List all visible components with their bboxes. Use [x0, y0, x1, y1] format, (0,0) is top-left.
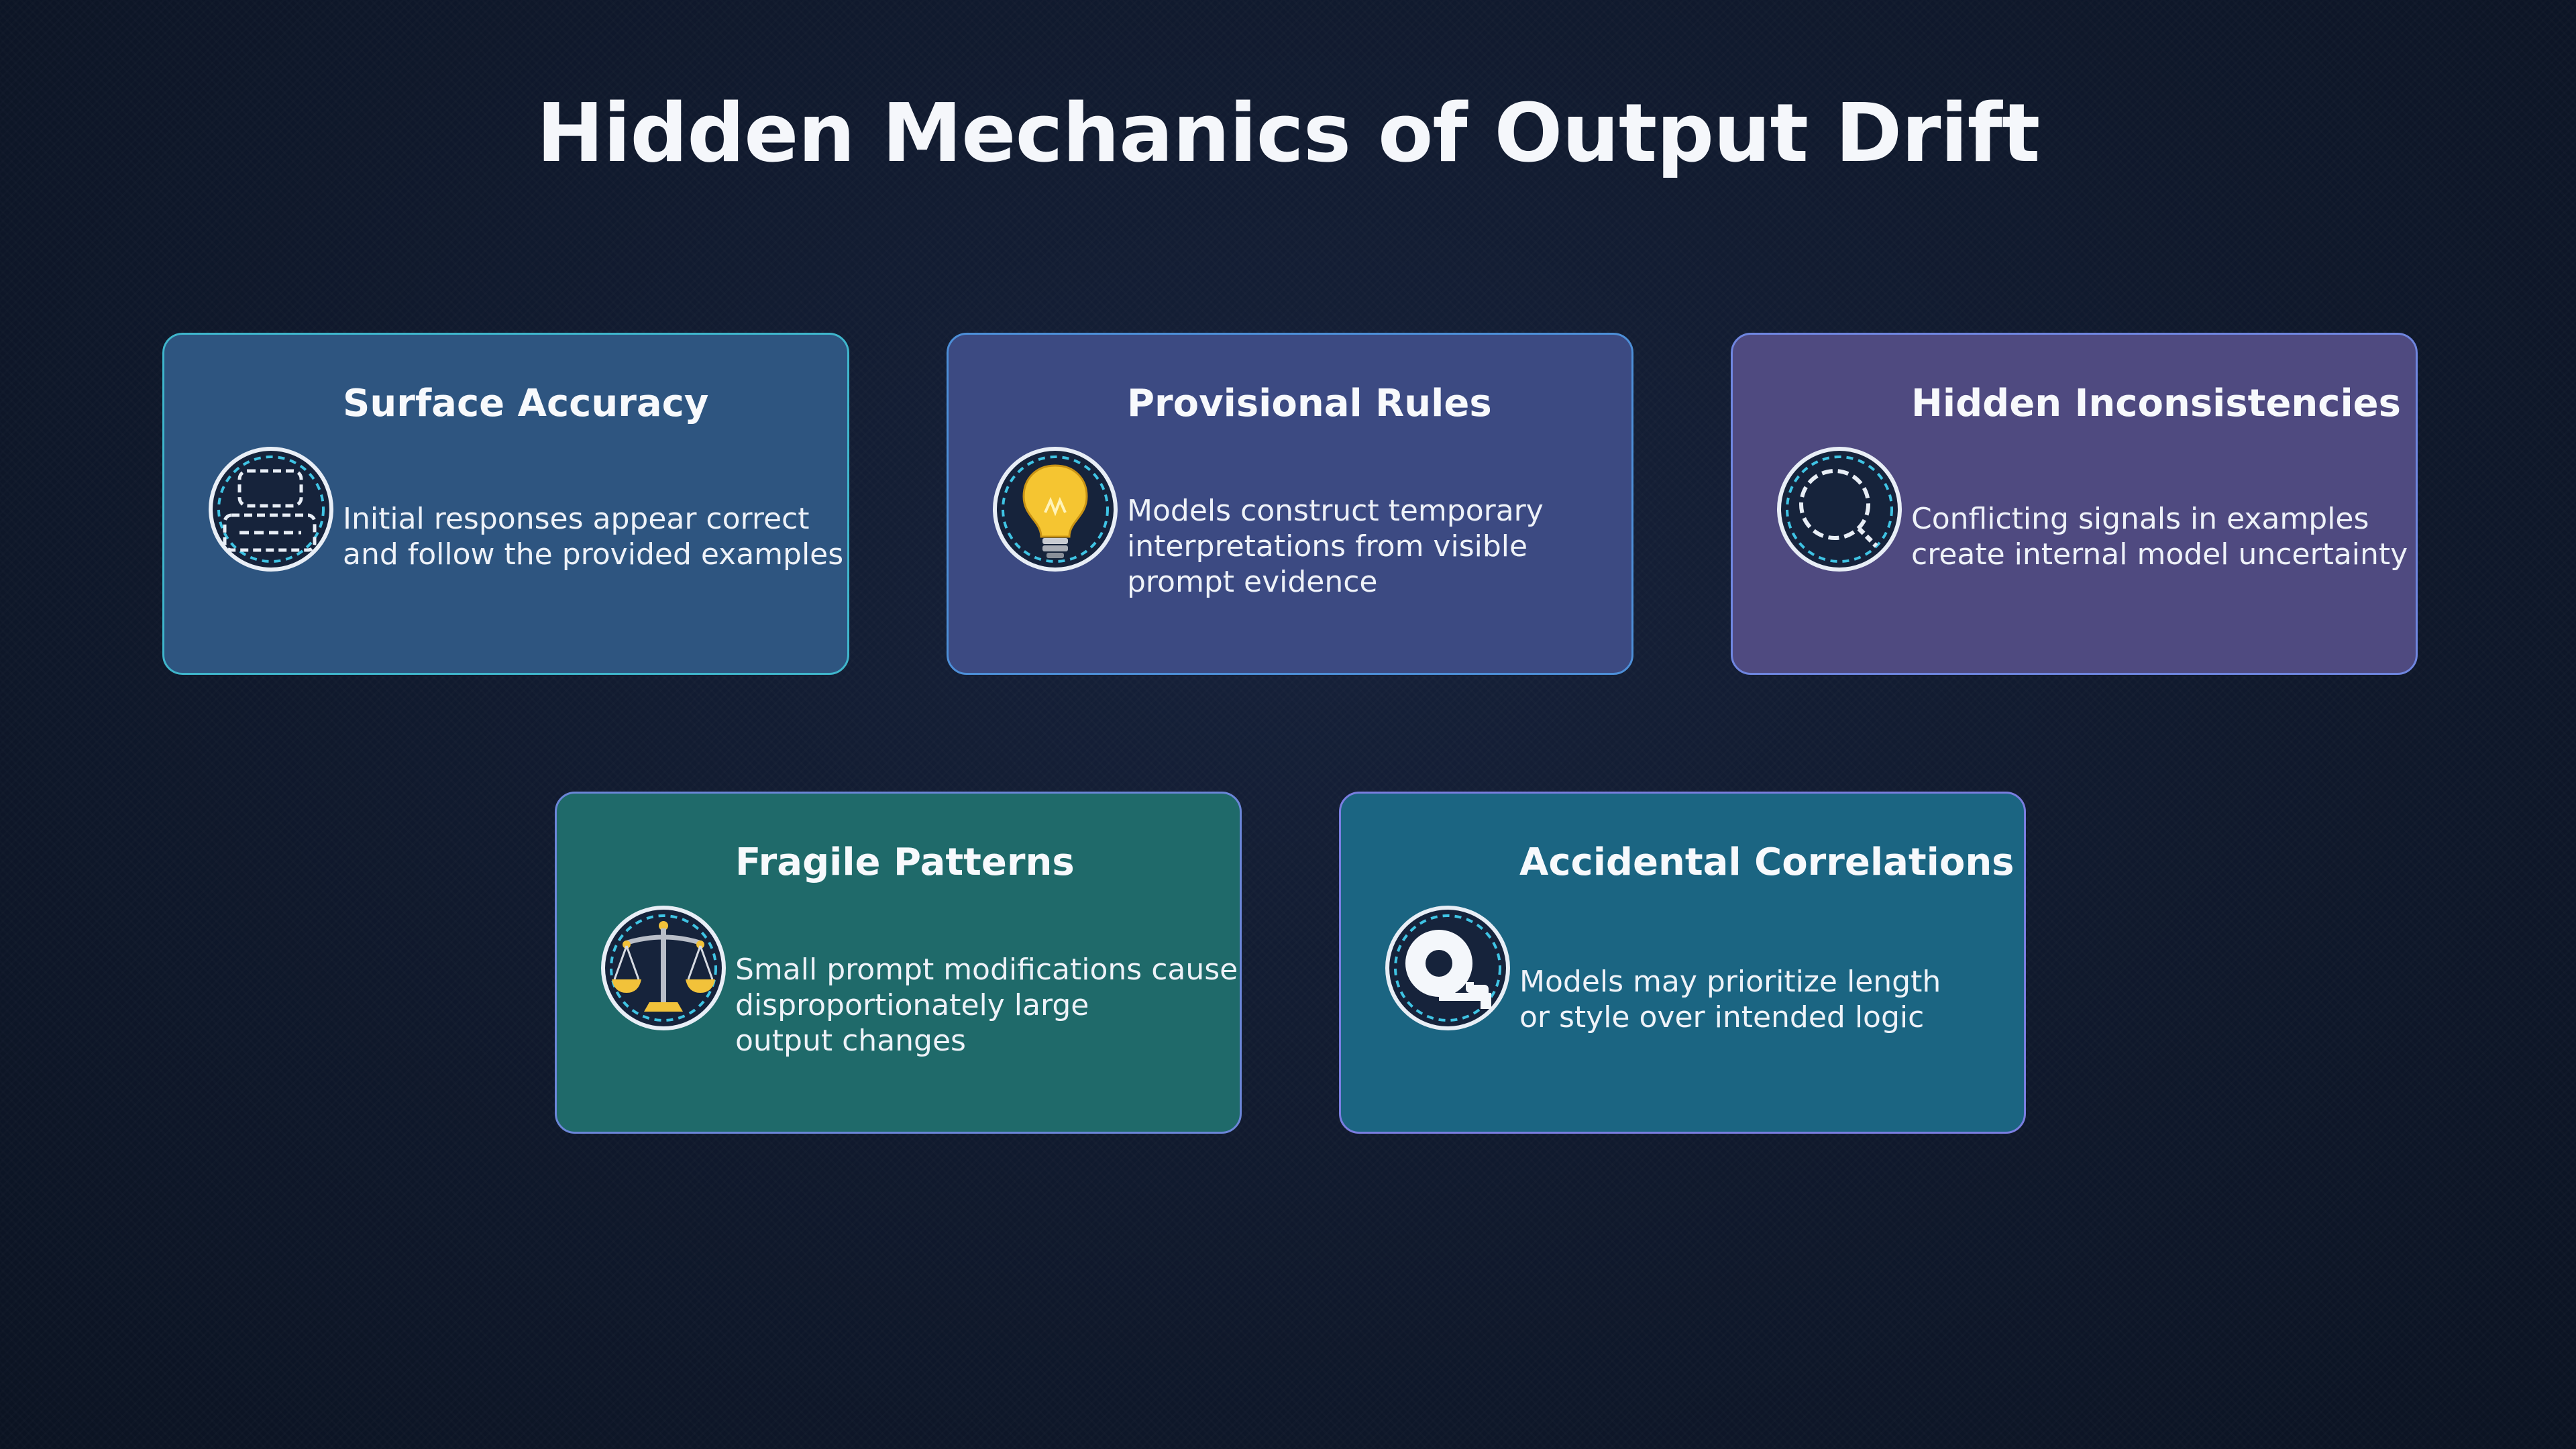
- card-surface-accuracy: Surface Accuracy Initial responses appea…: [162, 333, 849, 675]
- description-line: disproportionately large: [735, 988, 1089, 1022]
- scales-icon: [600, 904, 727, 1032]
- card-provisional-rules: Provisional Rules Models construct tempo…: [947, 333, 1633, 675]
- card-description: Conflicting signals in examples create i…: [1911, 501, 2408, 572]
- description-line: create internal model uncertainty: [1911, 537, 2408, 572]
- description-line: Models may prioritize length: [1519, 965, 1941, 999]
- description-line: or style over intended logic: [1519, 1000, 1925, 1034]
- card-description: Initial responses appear correct and fol…: [343, 501, 844, 572]
- description-line: interpretations from visible: [1127, 529, 1528, 564]
- description-line: Initial responses appear correct: [343, 502, 810, 536]
- card-fragile-patterns: Fragile Patterns Small prompt modificati…: [555, 792, 1242, 1134]
- card-description: Small prompt modifications cause disprop…: [735, 952, 1238, 1059]
- tape-measure-icon: [1384, 904, 1511, 1032]
- card-accidental-correlations: Accidental Correlations Models may prior…: [1339, 792, 2026, 1134]
- description-line: Small prompt modifications cause: [735, 953, 1238, 987]
- description-line: output changes: [735, 1024, 966, 1058]
- description-line: Models construct temporary: [1127, 494, 1544, 528]
- card-heading: Hidden Inconsistencies: [1911, 382, 2401, 425]
- card-hidden-inconsistencies: Hidden Inconsistencies Conflicting signa…: [1731, 333, 2418, 675]
- card-heading: Accidental Correlations: [1519, 841, 2015, 884]
- dashed-layout-icon: [207, 445, 335, 573]
- description-line: and follow the provided examples: [343, 537, 844, 572]
- description-line: prompt evidence: [1127, 565, 1378, 599]
- page-title: Hidden Mechanics of Output Drift: [536, 87, 2040, 180]
- card-heading: Surface Accuracy: [343, 382, 709, 425]
- card-heading: Fragile Patterns: [735, 841, 1075, 884]
- card-description: Models construct temporary interpretatio…: [1127, 493, 1597, 600]
- card-description: Models may prioritize length or style ov…: [1519, 964, 1989, 1035]
- magnifier-icon: [1776, 445, 1903, 573]
- lightbulb-icon: [991, 445, 1119, 573]
- description-line: Conflicting signals in examples: [1911, 502, 2369, 536]
- card-heading: Provisional Rules: [1127, 382, 1492, 425]
